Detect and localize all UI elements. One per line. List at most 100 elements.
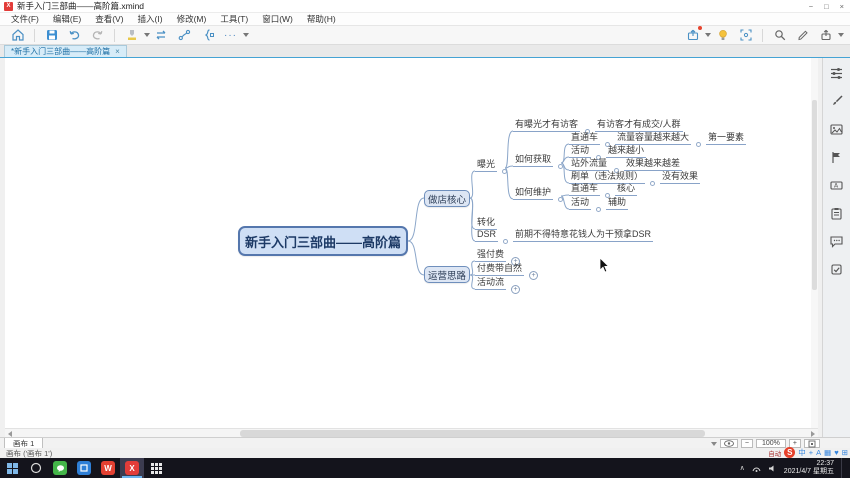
central-topic[interactable]: 新手入门三部曲——高阶篇 — [238, 226, 408, 256]
ime-keyboard-icon[interactable]: ⊞ — [841, 448, 848, 457]
topic-dsr-note[interactable]: 前期不得特意花钱人为干预拿DSR — [513, 229, 654, 242]
connector-dot[interactable] — [502, 169, 508, 174]
vertical-scrollbar[interactable] — [811, 58, 818, 428]
connector-dot[interactable] — [650, 181, 656, 186]
horizontal-scrollbar[interactable] — [5, 428, 818, 437]
topic-how-to-acquire[interactable]: 如何获取 — [513, 154, 554, 167]
topic-first-factor[interactable]: 第一要素 — [706, 132, 747, 145]
share-button[interactable] — [684, 26, 702, 43]
minimize-button[interactable]: − — [808, 2, 814, 11]
expand-icon[interactable]: + — [511, 285, 521, 294]
close-button[interactable]: × — [839, 2, 844, 11]
clip-art-panel-button[interactable] — [830, 122, 844, 136]
topic-external-traffic[interactable]: 站外流量 — [569, 158, 610, 171]
save-button[interactable] — [43, 27, 60, 43]
topic-order-brushing[interactable]: 刷单（违法规则） — [569, 171, 646, 184]
topic-auxiliary[interactable]: 辅助 — [606, 197, 629, 210]
connector-dot[interactable] — [696, 142, 702, 147]
sheet-dropdown-icon[interactable] — [710, 441, 717, 446]
connector-dot[interactable] — [596, 207, 602, 212]
format-paint-button[interactable] — [123, 27, 140, 43]
undo-button[interactable] — [66, 27, 83, 43]
topic-activity-2[interactable]: 活动 — [569, 197, 592, 210]
scroll-right-icon[interactable] — [811, 431, 815, 437]
format-panel-button[interactable] — [830, 66, 844, 80]
ime-fullwidth-icon[interactable]: A — [816, 448, 822, 457]
tips-button[interactable] — [714, 27, 731, 43]
overview-button[interactable] — [719, 439, 738, 448]
topic-exposure[interactable]: 曝光 — [475, 159, 498, 172]
taskbar-app-xmind-active[interactable]: X — [120, 458, 144, 478]
ime-favorite-icon[interactable]: ♥ — [834, 448, 839, 457]
mindmap-canvas[interactable]: 新手入门三部曲——高阶篇 做店核心 运营思路 曝光 有曝光才有访客 有访客才有成… — [5, 58, 818, 428]
menu-tools[interactable]: 工具(T) — [220, 14, 249, 24]
tab-close-icon[interactable]: × — [115, 47, 120, 56]
format-paint-dropdown[interactable] — [144, 33, 150, 37]
menu-modify[interactable]: 修改(M) — [176, 14, 207, 24]
show-desktop-button[interactable] — [841, 458, 844, 478]
expand-icon[interactable]: + — [511, 257, 521, 266]
more-tools-dropdown[interactable] — [243, 33, 249, 37]
start-button[interactable] — [0, 458, 24, 478]
taskbar-app-grid[interactable] — [144, 458, 168, 478]
connector-dot[interactable] — [558, 197, 564, 202]
topic-activity-flow[interactable]: 活动流 — [475, 277, 507, 290]
fit-map-button[interactable] — [804, 439, 820, 448]
taskbar-app-blue[interactable] — [72, 458, 96, 478]
topic-conversion[interactable]: 转化 — [475, 217, 498, 230]
tray-expand-icon[interactable]: ∧ — [739, 465, 745, 472]
relationship-button[interactable] — [176, 27, 193, 43]
zoom-level[interactable]: 100% — [755, 439, 786, 448]
notes-panel-button[interactable] — [830, 206, 844, 220]
export-dropdown[interactable] — [838, 33, 844, 37]
insert-topic-button[interactable] — [153, 27, 170, 43]
topic-visitor-note[interactable]: 有访客才有成交/人群 — [595, 119, 683, 132]
task-panel-button[interactable] — [830, 262, 844, 276]
connector-dot[interactable] — [558, 164, 564, 169]
main-topic-operation-ideas[interactable]: 运营思路 — [424, 266, 470, 283]
topic-core[interactable]: 核心 — [615, 183, 638, 196]
tray-volume-icon[interactable] — [768, 464, 777, 473]
share-dropdown[interactable] — [705, 33, 711, 37]
more-tools-button[interactable]: ··· — [222, 27, 239, 43]
zoom-in-button[interactable]: + — [788, 439, 801, 448]
topic-worse-effect[interactable]: 效果越来越差 — [624, 158, 683, 171]
sticker-panel-button[interactable]: A — [830, 178, 844, 192]
zoom-search-button[interactable] — [771, 27, 788, 43]
ime-mode-chinese[interactable]: 中 — [798, 448, 806, 457]
ime-punct-icon[interactable]: + — [808, 448, 814, 457]
ime-board-icon[interactable]: ▦ — [824, 448, 832, 457]
topic-how-to-maintain[interactable]: 如何维护 — [513, 187, 554, 200]
topic-smaller[interactable]: 越来越小 — [606, 145, 647, 158]
edit-pencil-button[interactable] — [794, 27, 811, 43]
scroll-left-icon[interactable] — [8, 431, 12, 437]
taskbar-search-button[interactable] — [24, 458, 48, 478]
redo-button[interactable] — [89, 27, 106, 43]
topic-no-effect[interactable]: 没有效果 — [660, 171, 701, 184]
connector-dot[interactable] — [585, 129, 591, 134]
horizontal-scrollbar-thumb[interactable] — [240, 430, 705, 437]
menu-edit[interactable]: 编辑(E) — [52, 14, 82, 24]
topic-through-train-2[interactable]: 直通车 — [569, 183, 601, 196]
connector-dot[interactable] — [503, 239, 509, 244]
menu-file[interactable]: 文件(F) — [11, 14, 39, 24]
home-button[interactable] — [9, 27, 26, 43]
taskbar-app-w[interactable]: W — [96, 458, 120, 478]
menu-window[interactable]: 窗口(W) — [262, 14, 293, 24]
maximize-button[interactable]: □ — [824, 2, 829, 11]
connector-dot[interactable] — [605, 193, 611, 198]
screenshot-button[interactable] — [737, 27, 754, 43]
topic-activity[interactable]: 活动 — [569, 145, 592, 158]
export-button[interactable] — [817, 27, 834, 43]
menu-view[interactable]: 查看(V) — [95, 14, 124, 24]
summary-button[interactable] — [199, 27, 216, 43]
topic-exposure-note[interactable]: 有曝光才有访客 — [513, 119, 581, 132]
connector-dot[interactable] — [605, 142, 611, 147]
connector-dot[interactable] — [614, 168, 620, 173]
taskbar-clock[interactable]: 22:37 2021/4/7 星期五 — [784, 460, 834, 476]
menu-help[interactable]: 帮助(H) — [306, 14, 336, 24]
topic-traffic-growing[interactable]: 流量容量越来越大 — [615, 132, 692, 145]
taskbar-app-chat[interactable] — [48, 458, 72, 478]
topic-dsr[interactable]: DSR — [475, 229, 499, 242]
connector-dot[interactable] — [596, 155, 602, 160]
